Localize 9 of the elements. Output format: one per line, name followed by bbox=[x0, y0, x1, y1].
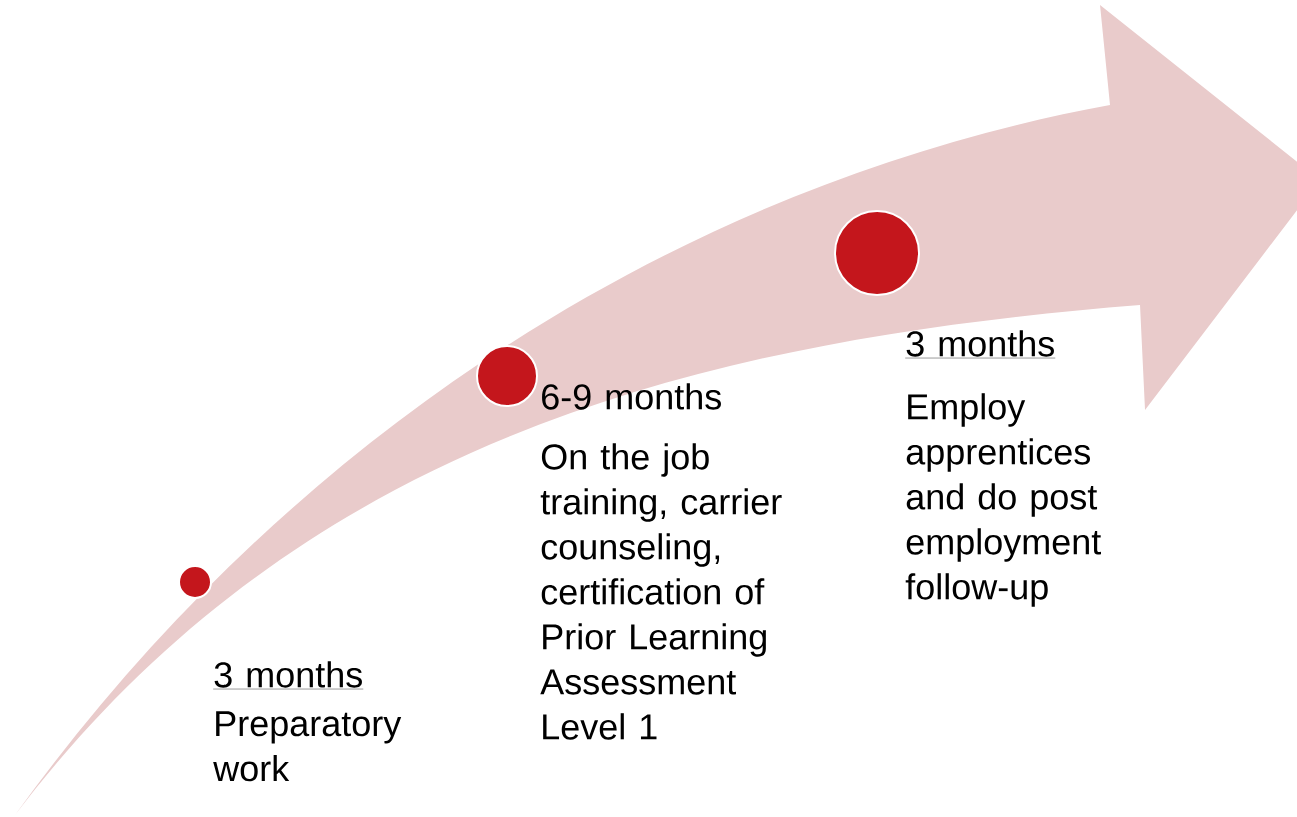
timeline-dot bbox=[834, 210, 920, 296]
duration-label: 3 months bbox=[213, 661, 364, 690]
timeline-dot bbox=[178, 565, 212, 599]
step-description: Employ apprentices and do post employment follow-up bbox=[905, 393, 1101, 607]
duration-label: 3 months bbox=[905, 330, 1056, 359]
step-description: Preparatory work bbox=[213, 711, 402, 782]
timeline-dot bbox=[476, 345, 538, 407]
duration-label: 6-9 months bbox=[542, 383, 721, 410]
step-description: On the job training, carrier counseling, certification of Prior Learning Assessment Level 1 bbox=[540, 443, 782, 740]
